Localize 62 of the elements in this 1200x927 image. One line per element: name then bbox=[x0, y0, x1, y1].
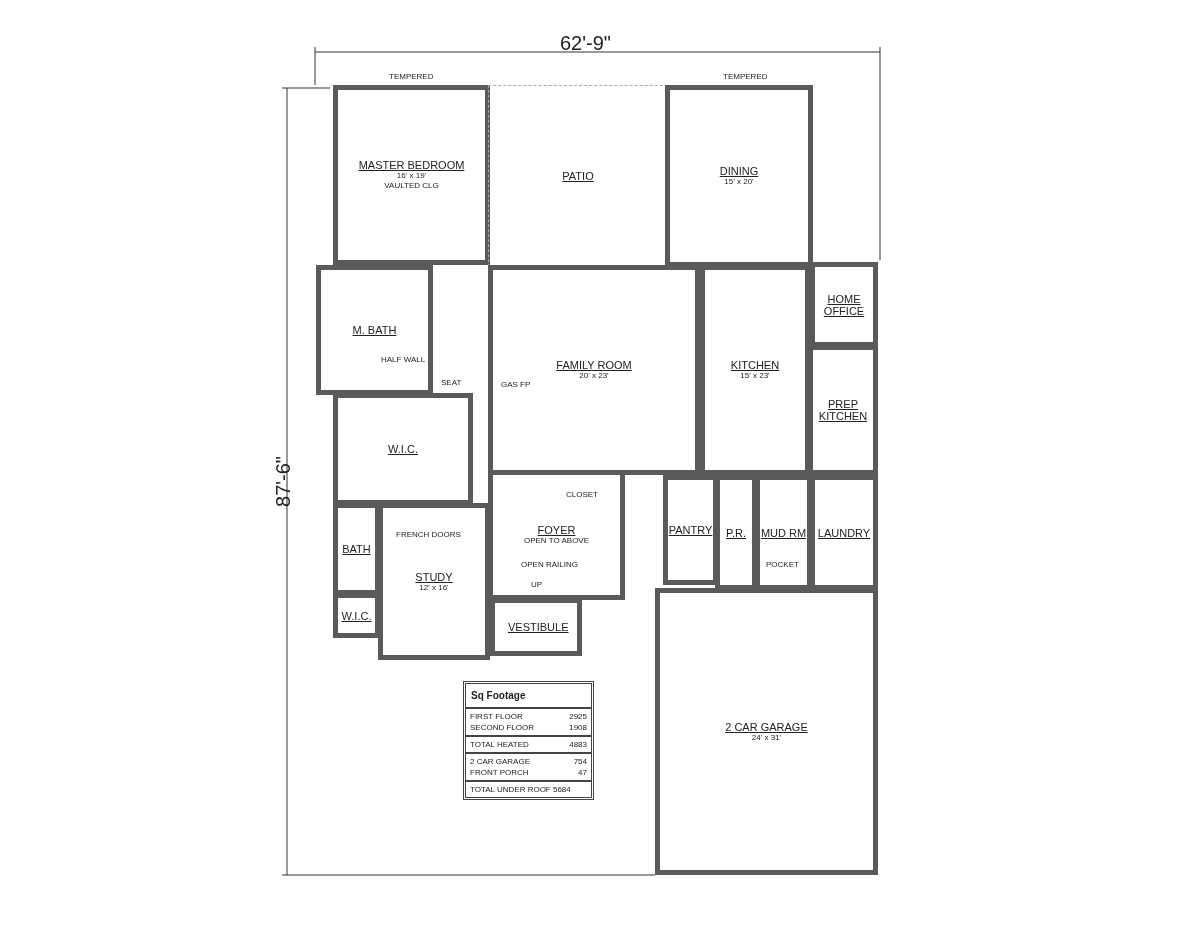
dimension-label: 87'-6" bbox=[272, 456, 295, 507]
note-text: CLOSET bbox=[565, 490, 599, 499]
room-name: 2 CAR GARAGE bbox=[725, 720, 808, 733]
table-cell: 2 CAR GARAGE bbox=[470, 757, 530, 766]
room-name: MASTER BEDROOM bbox=[358, 159, 465, 171]
room-dimensions: 24' x 31' bbox=[751, 732, 782, 743]
room-outline bbox=[810, 262, 878, 347]
room-name: P.R. bbox=[726, 526, 746, 539]
table-cell: 1908 bbox=[569, 723, 587, 732]
dimension-label: 62'-9" bbox=[560, 32, 611, 55]
table-cell: 754 bbox=[573, 757, 587, 766]
room-outline bbox=[333, 593, 380, 638]
room-note: OPEN TO ABOVE bbox=[523, 536, 590, 546]
table-cell: SECOND FLOOR bbox=[470, 723, 534, 732]
table-cell: 4883 bbox=[569, 740, 587, 749]
room-outline bbox=[655, 588, 878, 875]
table-cell: TOTAL UNDER ROOF 5684 bbox=[470, 785, 571, 794]
room-name: MUD RM bbox=[760, 526, 807, 539]
table-cell: Sq Footage bbox=[471, 690, 526, 701]
room-name: PATIO bbox=[562, 170, 594, 182]
room-outline bbox=[488, 265, 700, 475]
room-outline bbox=[715, 475, 757, 590]
note-text: UP bbox=[530, 580, 544, 589]
table-cell: FRONT PORCH bbox=[470, 768, 529, 777]
note-text: SEAT bbox=[440, 378, 463, 387]
table-cell: FIRST FLOOR bbox=[470, 712, 523, 721]
room-name: W.I.C. bbox=[341, 609, 372, 622]
room-outline bbox=[490, 598, 582, 656]
room-dimensions: 15' x 23' bbox=[740, 371, 770, 381]
room-dimensions: 15' x 20' bbox=[724, 177, 754, 187]
room-name: PREP KITCHEN bbox=[817, 398, 869, 422]
note-text: GAS FP bbox=[500, 380, 532, 389]
room-name: FOYER bbox=[537, 524, 576, 536]
room-outline bbox=[333, 503, 380, 595]
room-outline bbox=[333, 393, 473, 505]
room-outline bbox=[810, 475, 878, 590]
room-outline bbox=[333, 85, 490, 265]
room-dimensions: 16' x 19' bbox=[396, 171, 427, 181]
room-outline bbox=[808, 345, 878, 475]
room-name: W.I.C. bbox=[388, 443, 418, 455]
room-name: M. BATH bbox=[352, 324, 397, 336]
room-name: PANTRY bbox=[668, 524, 713, 536]
room-name: HOME OFFICE bbox=[822, 292, 866, 317]
room-name: FAMILY ROOM bbox=[556, 359, 632, 371]
room-name: DINING bbox=[719, 165, 759, 177]
room-name: LAUNDRY bbox=[817, 526, 871, 539]
room-outline bbox=[665, 85, 813, 267]
room-name: KITCHEN bbox=[730, 359, 780, 371]
room-name: STUDY bbox=[415, 570, 453, 583]
room-name: BATH bbox=[342, 543, 371, 555]
room-outline bbox=[700, 265, 810, 475]
room-outline bbox=[663, 475, 718, 585]
room-dimensions: 12' x 16' bbox=[419, 582, 449, 593]
note-text: OPEN RAILING bbox=[520, 560, 579, 569]
room-note: VAULTED CLG bbox=[384, 181, 439, 191]
table-cell: TOTAL HEATED bbox=[470, 740, 529, 749]
table-cell: 47 bbox=[578, 768, 587, 777]
table-cell: 2925 bbox=[569, 712, 587, 721]
room-dimensions: 20' x 23' bbox=[579, 371, 609, 381]
note-text: FRENCH DOORS bbox=[395, 530, 462, 539]
note-text: HALF WALL bbox=[380, 355, 427, 364]
note-text: POCKET bbox=[765, 560, 800, 569]
